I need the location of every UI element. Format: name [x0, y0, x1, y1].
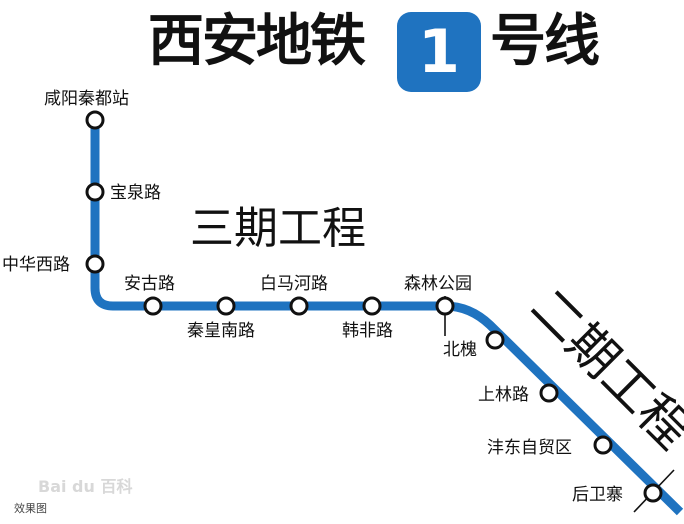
station-marker[interactable] — [539, 383, 559, 403]
watermark: Bai du 百科 — [38, 477, 132, 496]
line-1-route — [90, 120, 684, 516]
station-label: 沣东自贸区 — [487, 438, 572, 458]
station-marker[interactable] — [143, 296, 163, 316]
footnote: 效果图 — [14, 501, 47, 515]
station-label: 中华西路 — [2, 255, 70, 275]
station-marker[interactable] — [643, 483, 663, 503]
station-label: 森林公园 — [404, 274, 472, 294]
station-label: 韩非路 — [342, 321, 393, 341]
station-marker[interactable] — [85, 182, 105, 202]
station-label: 北槐 — [443, 340, 477, 360]
station-label: 宝泉路 — [110, 183, 161, 203]
station-marker[interactable] — [289, 296, 309, 316]
station-marker[interactable] — [85, 254, 105, 274]
station-marker[interactable] — [435, 296, 455, 316]
title-suffix: 号线 — [490, 9, 600, 74]
station-label: 后卫寨 — [572, 485, 623, 505]
station-label: 安古路 — [124, 274, 175, 294]
station-label: 咸阳秦都站 — [44, 89, 129, 109]
title-prefix: 西安地铁 — [148, 9, 366, 74]
station-marker[interactable] — [85, 110, 105, 130]
phase3-label: 三期工程 — [190, 203, 366, 254]
station-label: 秦皇南路 — [187, 321, 255, 341]
station-label: 上林路 — [478, 385, 529, 405]
station-label: 白马河路 — [260, 274, 328, 294]
station-marker[interactable] — [593, 435, 613, 455]
station-marker[interactable] — [362, 296, 382, 316]
line-number-badge: 1 — [397, 12, 481, 92]
station-marker[interactable] — [216, 296, 236, 316]
station-marker[interactable] — [485, 330, 505, 350]
map-title: 西安地铁 1 号线 — [0, 8, 684, 92]
